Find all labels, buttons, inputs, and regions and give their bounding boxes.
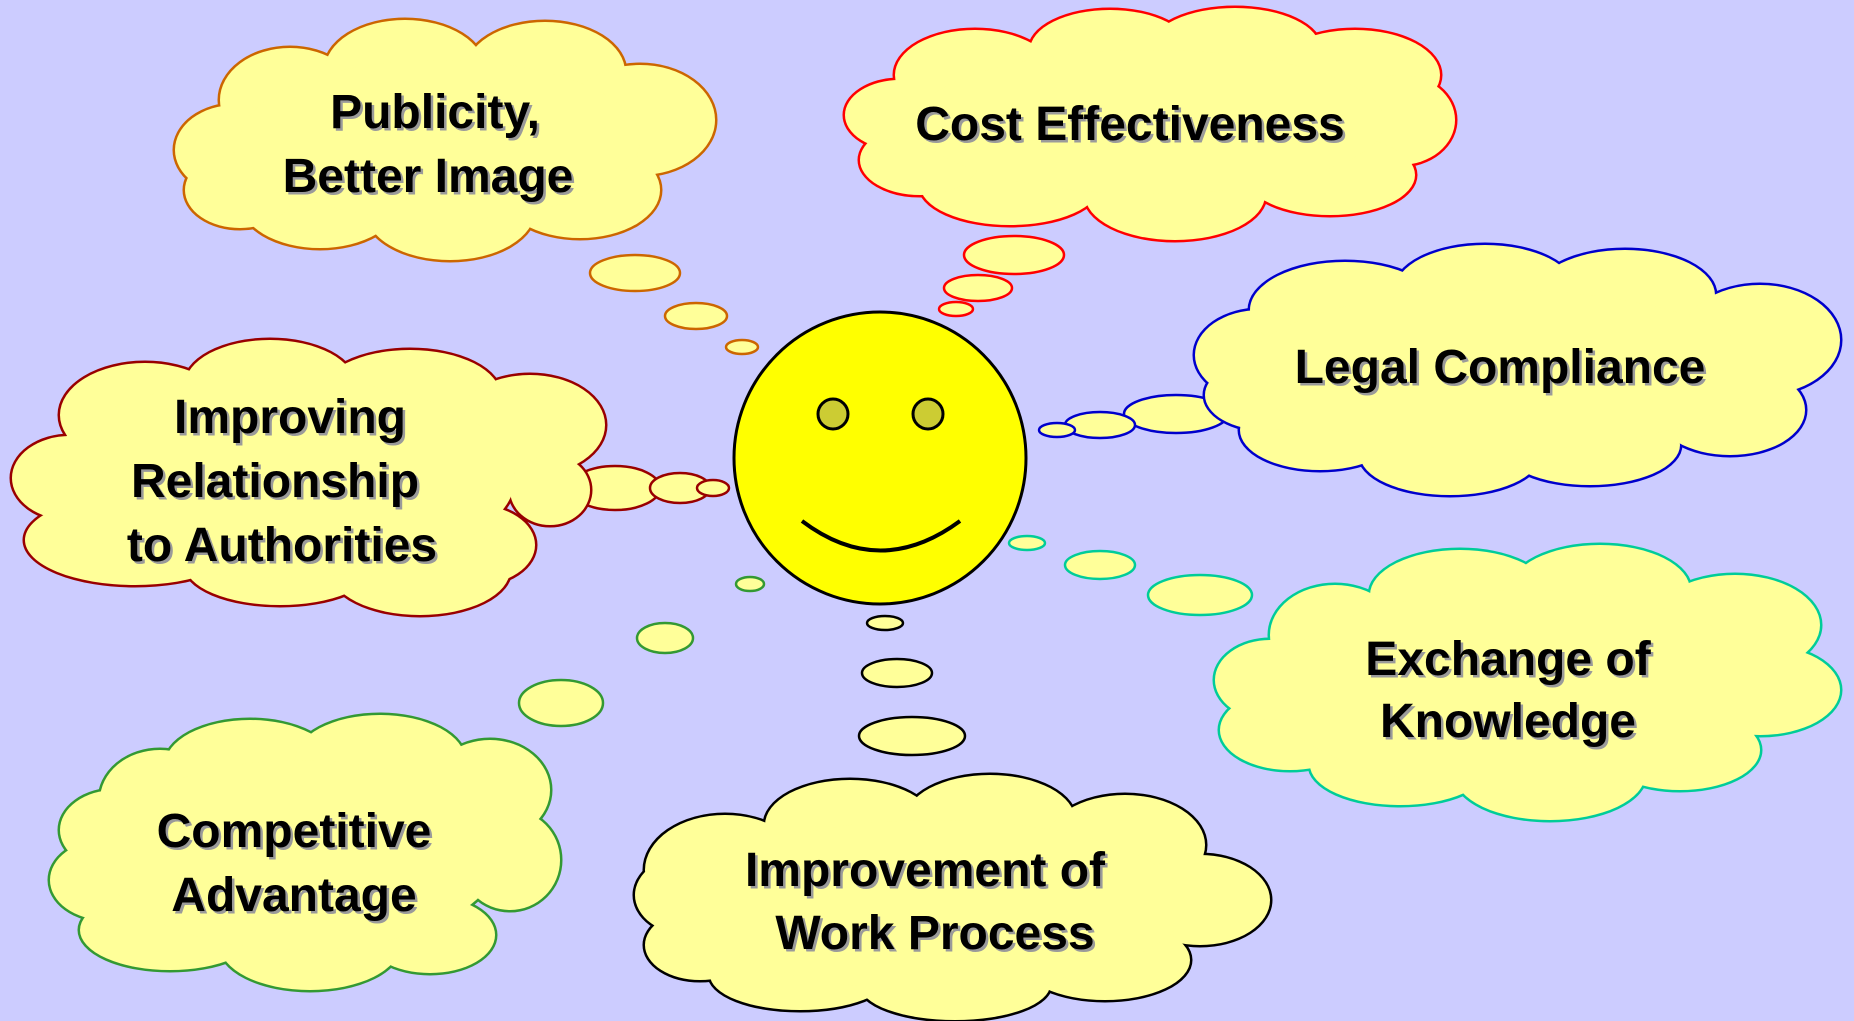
cloud-cost-effectiveness-line-1: Cost Effectiveness (915, 98, 1345, 151)
cloud-exchange-of-knowledge-line-2: Knowledge (1380, 695, 1636, 748)
text-shadow: Relationship (133, 458, 421, 511)
text-shadow: Knowledge (1382, 698, 1638, 751)
cloud-competitive-advantage-line-2: Advantage (171, 869, 416, 922)
face-circle (732, 310, 1028, 606)
text-shadow: Improving (176, 394, 408, 447)
cloud-fill (1215, 545, 1840, 820)
text-shadow: Legal Compliance (1297, 344, 1708, 397)
text-shadow: Better Image (285, 153, 576, 206)
text-shadow: Advantage (174, 872, 419, 925)
text-shadow: Work Process (778, 910, 1097, 963)
cloud-improving-relationship-line-1: Improving (174, 391, 406, 444)
thought-bubbles (1007, 534, 1254, 617)
cloud-legal-compliance-line-1: Legal Compliance (1295, 341, 1706, 394)
cloud-improvement-of-work-process-line-1: Improvement of (745, 844, 1106, 897)
cloud-publicity-line-1: Publicity, (330, 86, 540, 139)
smiley-face-icon (732, 310, 1028, 606)
text-shadow: Competitive (159, 808, 434, 861)
cloud-fill (50, 715, 560, 990)
thought-bubbles (588, 253, 760, 356)
thought-bubbles (1037, 393, 1230, 440)
cloud-publicity-line-2: Better Image (283, 150, 574, 203)
cloud-fill (635, 775, 1270, 1020)
cloud-exchange-of-knowledge-line-1: Exchange of (1365, 633, 1651, 686)
cloud-fill (12, 340, 605, 615)
cloud-publicity: Publicity,Publicity, Better ImageBetter … (172, 17, 760, 356)
cloud-fill (845, 8, 1455, 240)
cloud-fill (175, 20, 715, 260)
text-shadow: to Authorities (129, 522, 439, 575)
cloud-improving-relationship-line-2: Relationship (131, 455, 419, 508)
thought-bubbles (517, 575, 766, 728)
thought-bubbles (568, 464, 731, 512)
cloud-fill (1195, 245, 1840, 495)
text-shadow: Cost Effectiveness (918, 101, 1348, 154)
cloud-improvement-of-work-process-line-2: Work Process (775, 907, 1094, 960)
left-eye (816, 397, 850, 431)
thought-bubbles (937, 234, 1066, 318)
text-shadow: Exchange of (1368, 636, 1654, 689)
cloud-improving-relationship-line-3: to Authorities (127, 519, 437, 572)
thought-bubbles (857, 614, 967, 757)
text-shadow: Improvement of (747, 847, 1108, 900)
cloud-competitive-advantage-line-1: Competitive (157, 805, 432, 858)
right-eye (911, 397, 945, 431)
text-shadow: Publicity, (333, 89, 543, 142)
smile-mouth (800, 519, 962, 553)
